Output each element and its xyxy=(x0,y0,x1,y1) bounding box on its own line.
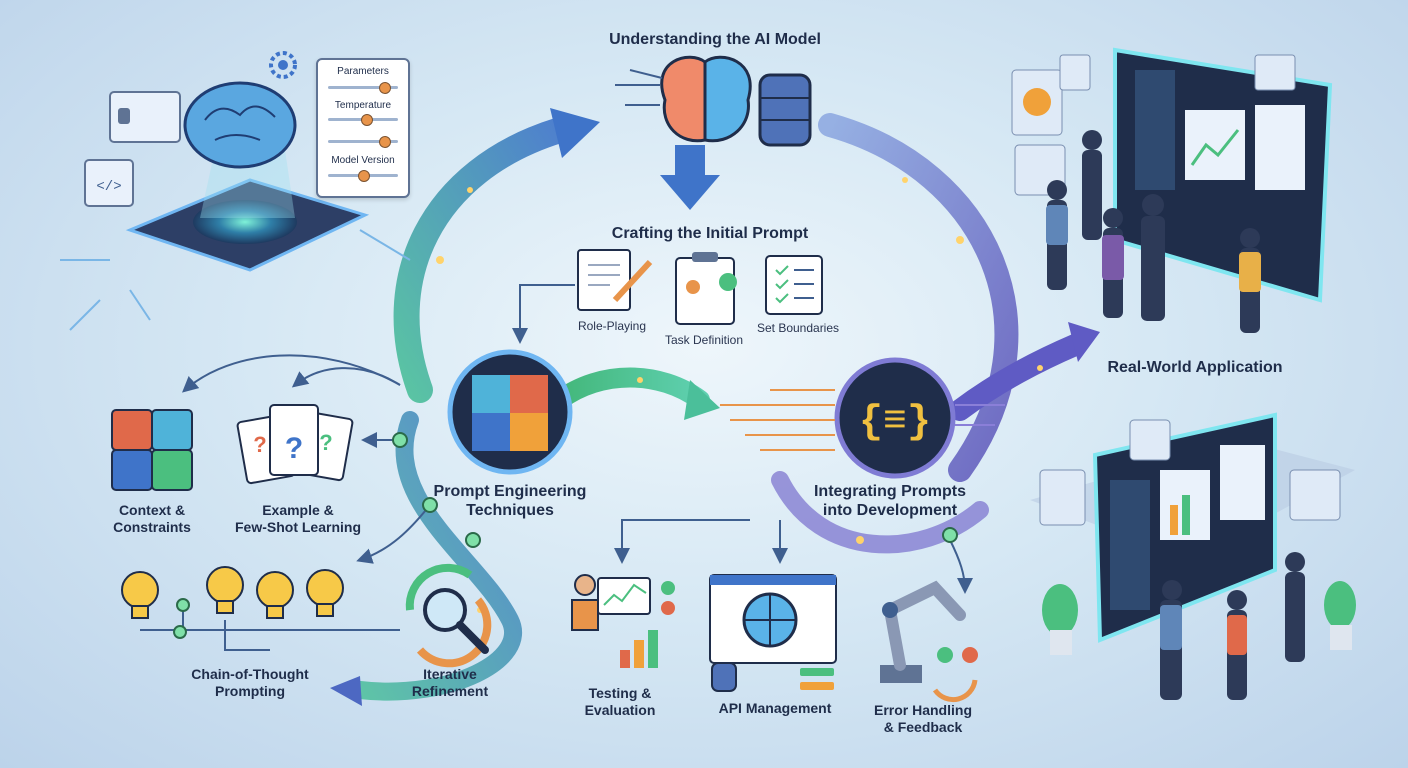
real-world-dashboard-scene xyxy=(1011,47,1333,333)
item-testing-evaluation: Testing & Evaluation xyxy=(584,685,656,718)
robot-arm-icon xyxy=(880,580,978,702)
stage-understanding-label: Understanding the AI Model xyxy=(609,31,821,48)
slider-knob[interactable] xyxy=(379,136,391,148)
temperature-slider[interactable] xyxy=(328,114,398,126)
item-role-playing: Role-Playing xyxy=(577,319,647,333)
document-pen-icon xyxy=(577,249,653,311)
gear-icon xyxy=(269,51,297,79)
stage-crafting-label: Crafting the Initial Prompt xyxy=(611,225,809,242)
item-context-constraints: Context & Constraints xyxy=(113,502,191,535)
svg-text:{≡}: {≡} xyxy=(859,400,931,445)
lightbulb-icons xyxy=(121,566,344,619)
checklist-clipboard-icon xyxy=(765,255,823,315)
item-task-definition: Task Definition xyxy=(664,333,744,347)
item-few-shot: Example & Few-Shot Learning xyxy=(235,502,361,535)
task-clipboard-icon xyxy=(675,252,737,325)
extra-slider[interactable] xyxy=(328,136,398,148)
api-globe-icon xyxy=(709,574,837,692)
chat-window-icon xyxy=(109,91,181,143)
flow-arrow-techniques-to-integration xyxy=(550,367,720,420)
context-puzzle-icon xyxy=(111,409,193,491)
svg-text:?: ? xyxy=(285,432,303,465)
refinement-magnifier-icon xyxy=(405,563,492,668)
puzzle-hub-icon xyxy=(447,349,573,475)
slider-knob[interactable] xyxy=(361,114,373,126)
flow-arrow-refinement-loop xyxy=(330,411,522,706)
parameters-label: Parameters xyxy=(337,66,389,77)
stage-techniques-label: Prompt Engineering Techniques xyxy=(433,483,587,520)
model-settings-panel: Parameters Temperature Model Version xyxy=(316,58,410,198)
flow-arrow-integration-loop xyxy=(771,471,989,554)
glow-dots xyxy=(436,177,1043,613)
brain-database-icon xyxy=(615,55,812,210)
item-iterative-refinement: Iterative Refinement xyxy=(411,666,489,699)
connector-nodes xyxy=(173,432,958,639)
slider-knob[interactable] xyxy=(358,170,370,182)
code-hub-icon: {≡} xyxy=(720,357,1005,479)
development-team-scene xyxy=(1030,412,1356,700)
item-error-handling: Error Handling & Feedback xyxy=(873,702,972,735)
temperature-label: Temperature xyxy=(334,100,392,111)
item-api-management: API Management xyxy=(718,700,832,716)
flow-arrow-model-to-integration xyxy=(818,113,1019,482)
item-chain-of-thought: Chain-of-Thought Prompting xyxy=(191,666,309,699)
stage-real-world-label: Real-World Application xyxy=(1107,359,1283,376)
svg-text:</>: </> xyxy=(96,179,121,195)
flow-arrow-to-model xyxy=(393,108,600,403)
model-version-label: Model Version xyxy=(331,155,395,166)
code-window-icon: </> xyxy=(84,159,134,207)
item-set-boundaries: Set Boundaries xyxy=(756,321,840,335)
svg-text:?: ? xyxy=(253,432,266,457)
svg-text:?: ? xyxy=(319,430,332,455)
parameters-slider[interactable] xyxy=(328,82,398,94)
flow-arrow-to-real-world xyxy=(949,322,1100,421)
slider-knob[interactable] xyxy=(379,82,391,94)
ai-brain-hologram xyxy=(60,81,411,331)
stage-integrating-label: Integrating Prompts into Development xyxy=(813,483,966,520)
question-cards-icon: ? ? ? xyxy=(236,404,354,485)
model-version-slider[interactable] xyxy=(328,170,398,182)
testing-desk-icon xyxy=(571,574,675,668)
